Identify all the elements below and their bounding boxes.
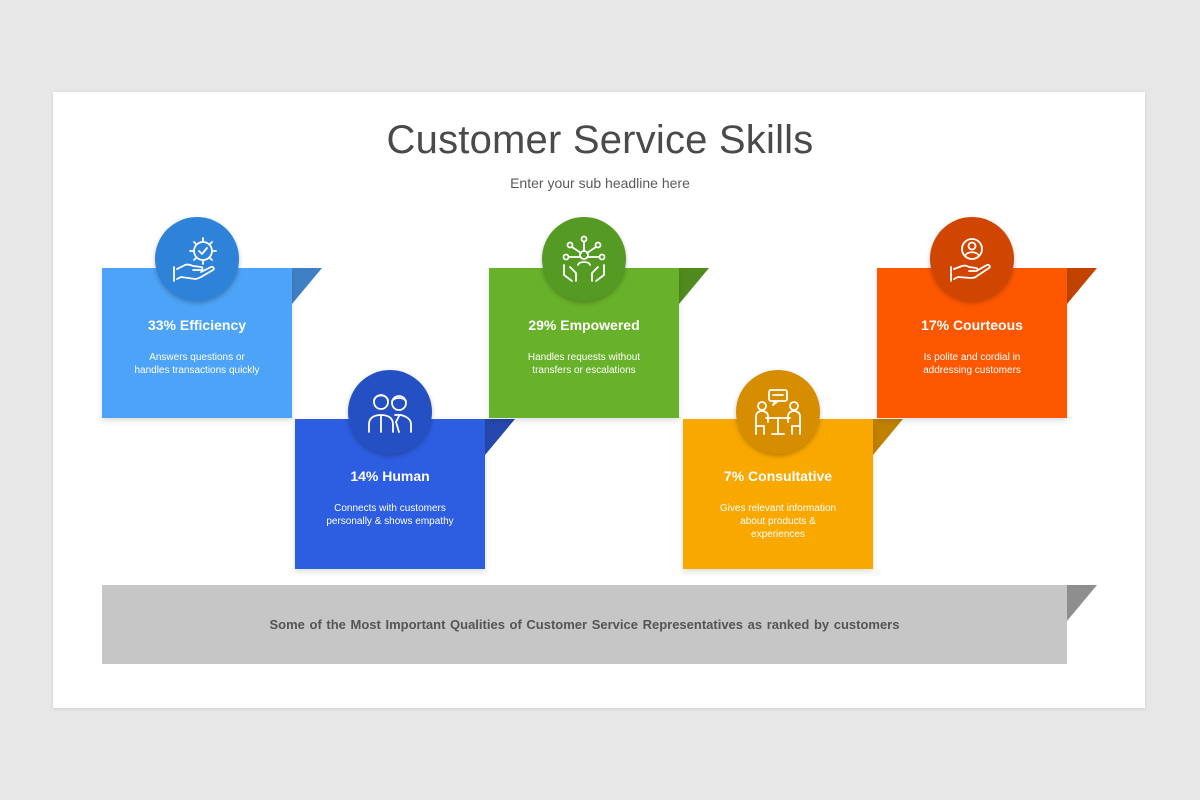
slide-subtitle: Enter your sub headline here [510,175,690,191]
banner-text: Some of the Most Important Qualities of … [269,617,900,632]
card-fold [292,268,322,304]
card-title: 29% Empowered [528,317,640,333]
card-title: 33% Efficiency [147,317,247,333]
card-fold [679,268,709,304]
card-fold [485,419,515,455]
banner-fold [1067,585,1097,621]
hand-gear-icon [155,217,239,301]
bottom-banner: Some of the Most Important Qualities of … [102,585,1067,664]
card-fold [873,419,903,455]
network-hands-icon [542,217,626,301]
hand-person-icon [930,217,1014,301]
card-title: 17% Courteous [921,317,1023,333]
meeting-icon [736,370,820,454]
people-icon [348,370,432,454]
card-title: 14% Human [350,468,430,484]
card-fold [1067,268,1097,304]
slide-title: Customer Service Skills [386,118,814,162]
card-title: 7% Consultative [723,468,833,484]
